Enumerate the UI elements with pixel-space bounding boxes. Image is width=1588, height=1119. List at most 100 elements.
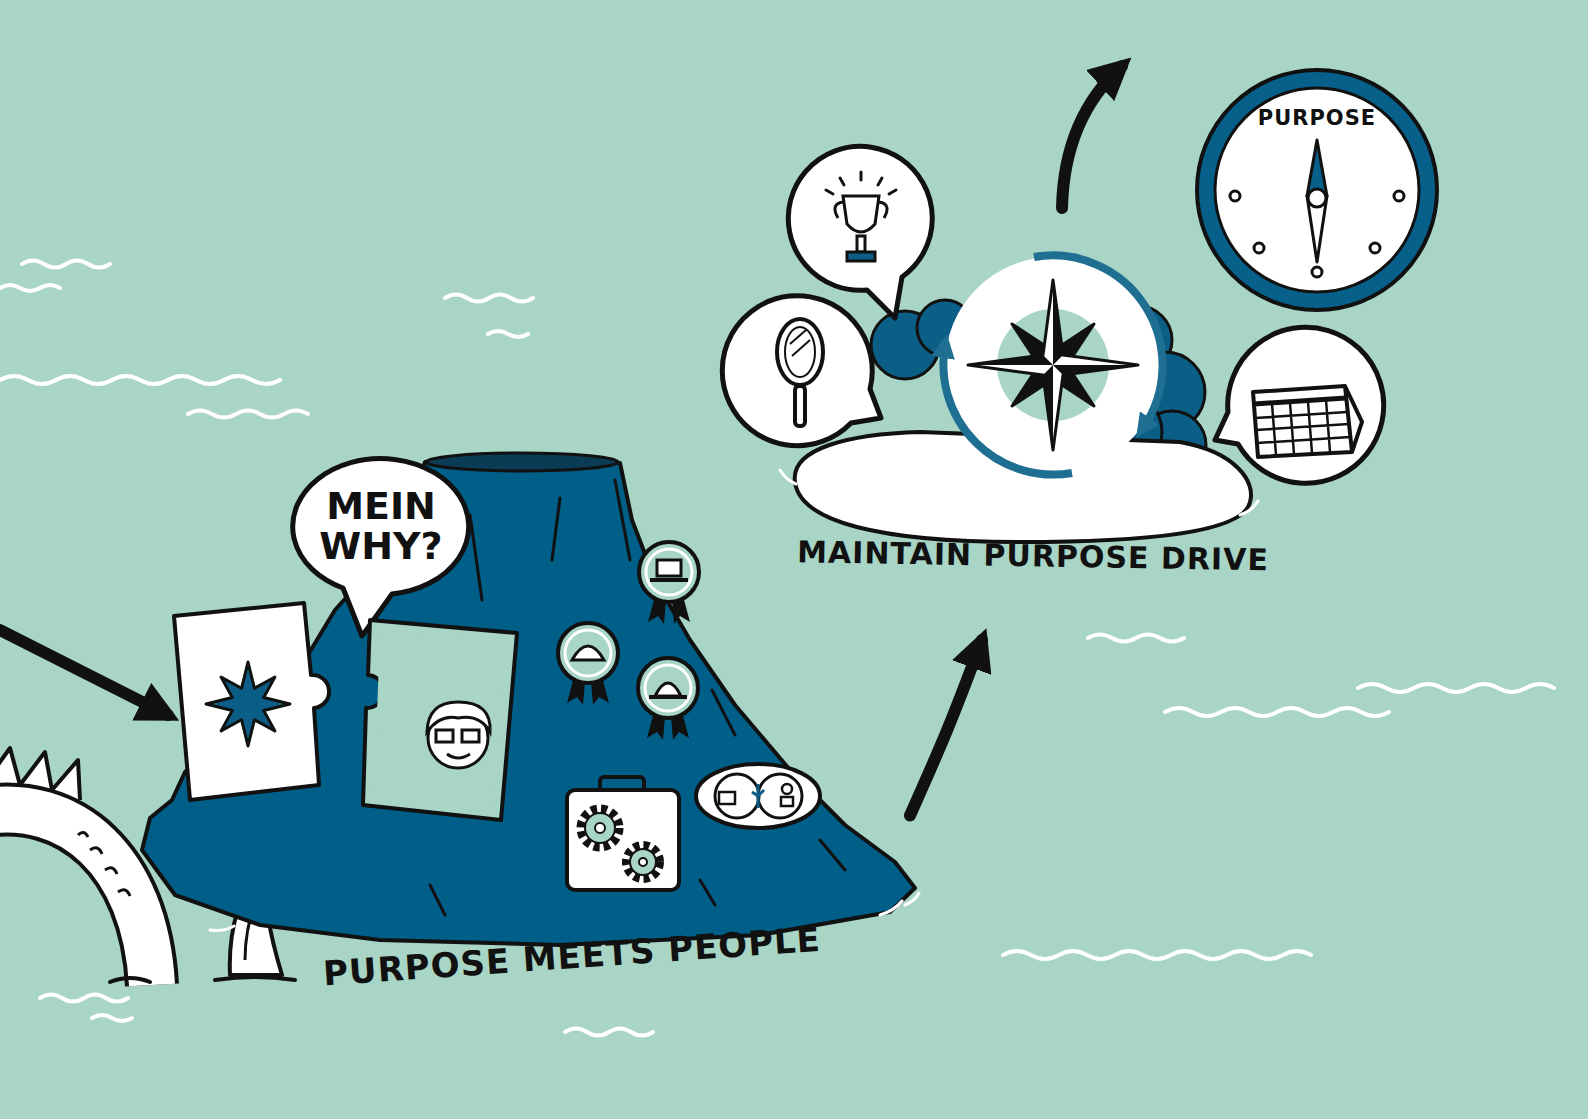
island-bushes: [1104, 306, 1172, 374]
sea-waves: [488, 331, 528, 337]
island-bushes: [871, 311, 939, 379]
compass-dial-node: PURPOSE: [1195, 68, 1440, 313]
sea-serpent: [78, 832, 130, 896]
toolbox-icon: [595, 823, 605, 833]
sea-serpent: [0, 748, 80, 800]
calendar-bubble: [1345, 386, 1362, 452]
venn-icon: [696, 764, 820, 828]
sea-waves: [1088, 635, 1184, 642]
toolbox-icon: [639, 858, 647, 866]
island-node: MAINTAIN PURPOSE DRIVE: [770, 300, 1300, 640]
trophy-bubble: [788, 146, 932, 318]
puzzle-panel-person: [427, 702, 490, 732]
skill-badges: [567, 677, 609, 705]
trophy-bubble: [857, 236, 865, 252]
compass-rose: [1034, 255, 1163, 428]
mirror-bubble: [785, 327, 815, 377]
sea-waves: [188, 411, 308, 418]
compass-rose: [1012, 324, 1094, 406]
entry-arrow: [0, 630, 168, 715]
node-label: MEIN WHY?: [306, 487, 456, 567]
venn-icon: [719, 792, 735, 804]
trophy-bubble: [788, 146, 932, 318]
sea-waves: [22, 261, 110, 268]
island-bushes: [1138, 411, 1206, 479]
skill-badges: [572, 646, 604, 660]
skill-badges: [638, 658, 698, 718]
skill-badges: [657, 560, 681, 576]
compass-rose: [943, 255, 1162, 474]
skill-badges: [558, 623, 618, 683]
sea-serpent: [230, 860, 282, 975]
sea-waves: [92, 1015, 132, 1021]
calendar-bubble: [1253, 386, 1352, 457]
water-ripple: [780, 470, 1258, 515]
venn-icon: [715, 774, 759, 818]
toolbox-icon: [567, 790, 679, 890]
sea-waves: [0, 285, 60, 291]
mirror-bubble: [777, 319, 823, 385]
sea-waves: [565, 1029, 653, 1036]
sea-waves: [1003, 951, 1311, 959]
puzzle-panel-person: [374, 632, 505, 808]
dial-face: [1215, 88, 1419, 292]
flow-arrow: [910, 640, 982, 816]
mirror-bubble: [722, 296, 881, 446]
trophy-bubble: [847, 252, 875, 261]
node-outline: [770, 300, 1300, 640]
island-bushes: [1082, 392, 1162, 472]
puzzle-panel-star: [174, 603, 329, 800]
skill-badges: [565, 630, 611, 676]
sea-waves: [40, 995, 128, 1002]
sea-waves: [445, 295, 533, 302]
calendar-bubble: [1255, 400, 1350, 455]
skill-badges: [650, 578, 688, 582]
flat-island: [795, 432, 1251, 542]
dial-tick: [1254, 243, 1264, 253]
puzzle-panel-person: [363, 620, 517, 820]
dial-tick: [1370, 243, 1380, 253]
compass-rose: [968, 280, 1138, 450]
mirror-bubble: [790, 330, 810, 356]
volcano-island: [142, 457, 915, 945]
dial-rim: [1197, 70, 1437, 310]
toolbox-icon: [626, 845, 660, 879]
toolbox-icon: [567, 777, 679, 890]
dial-tick: [1394, 191, 1404, 201]
compass-rose: [997, 309, 1109, 421]
dial-tick: [1230, 191, 1240, 201]
node-label: PURPOSE: [1237, 107, 1397, 129]
sea-waves: [0, 376, 280, 384]
island-bushes: [1125, 352, 1205, 432]
skill-badges: [639, 542, 699, 602]
sea-serpent: [245, 880, 265, 960]
exit-arrow: [1062, 66, 1122, 208]
compass-rose: [943, 346, 1072, 475]
node-outline: [1195, 68, 1440, 313]
trophy-bubble: [843, 196, 879, 232]
entry-arrow: [0, 630, 168, 715]
venn-icon: [758, 774, 802, 818]
water-ripple: [210, 893, 919, 931]
skill-badges: [648, 596, 690, 624]
sea-waves: [1165, 708, 1389, 716]
calendar-bubble: [1215, 327, 1384, 483]
calendar-bubble: [1254, 398, 1346, 404]
compass-rose: [968, 280, 1138, 450]
needle-pivot: [1308, 189, 1326, 207]
sea-waves: [0, 261, 1554, 1036]
node-label: PURPOSE MEETS PEOPLE: [271, 918, 872, 995]
toolbox-icon: [585, 813, 615, 843]
node-label: MAINTAIN PURPOSE DRIVE: [753, 535, 1313, 576]
puzzle-panel-person: [436, 730, 453, 742]
puzzle-panel-star: [206, 662, 290, 746]
calendar-bubble: [1215, 327, 1384, 483]
puzzle-panel-person: [363, 620, 517, 820]
toolbox-icon: [581, 809, 619, 847]
puzzle-panel-person: [462, 730, 479, 742]
skill-badges: [558, 542, 699, 740]
